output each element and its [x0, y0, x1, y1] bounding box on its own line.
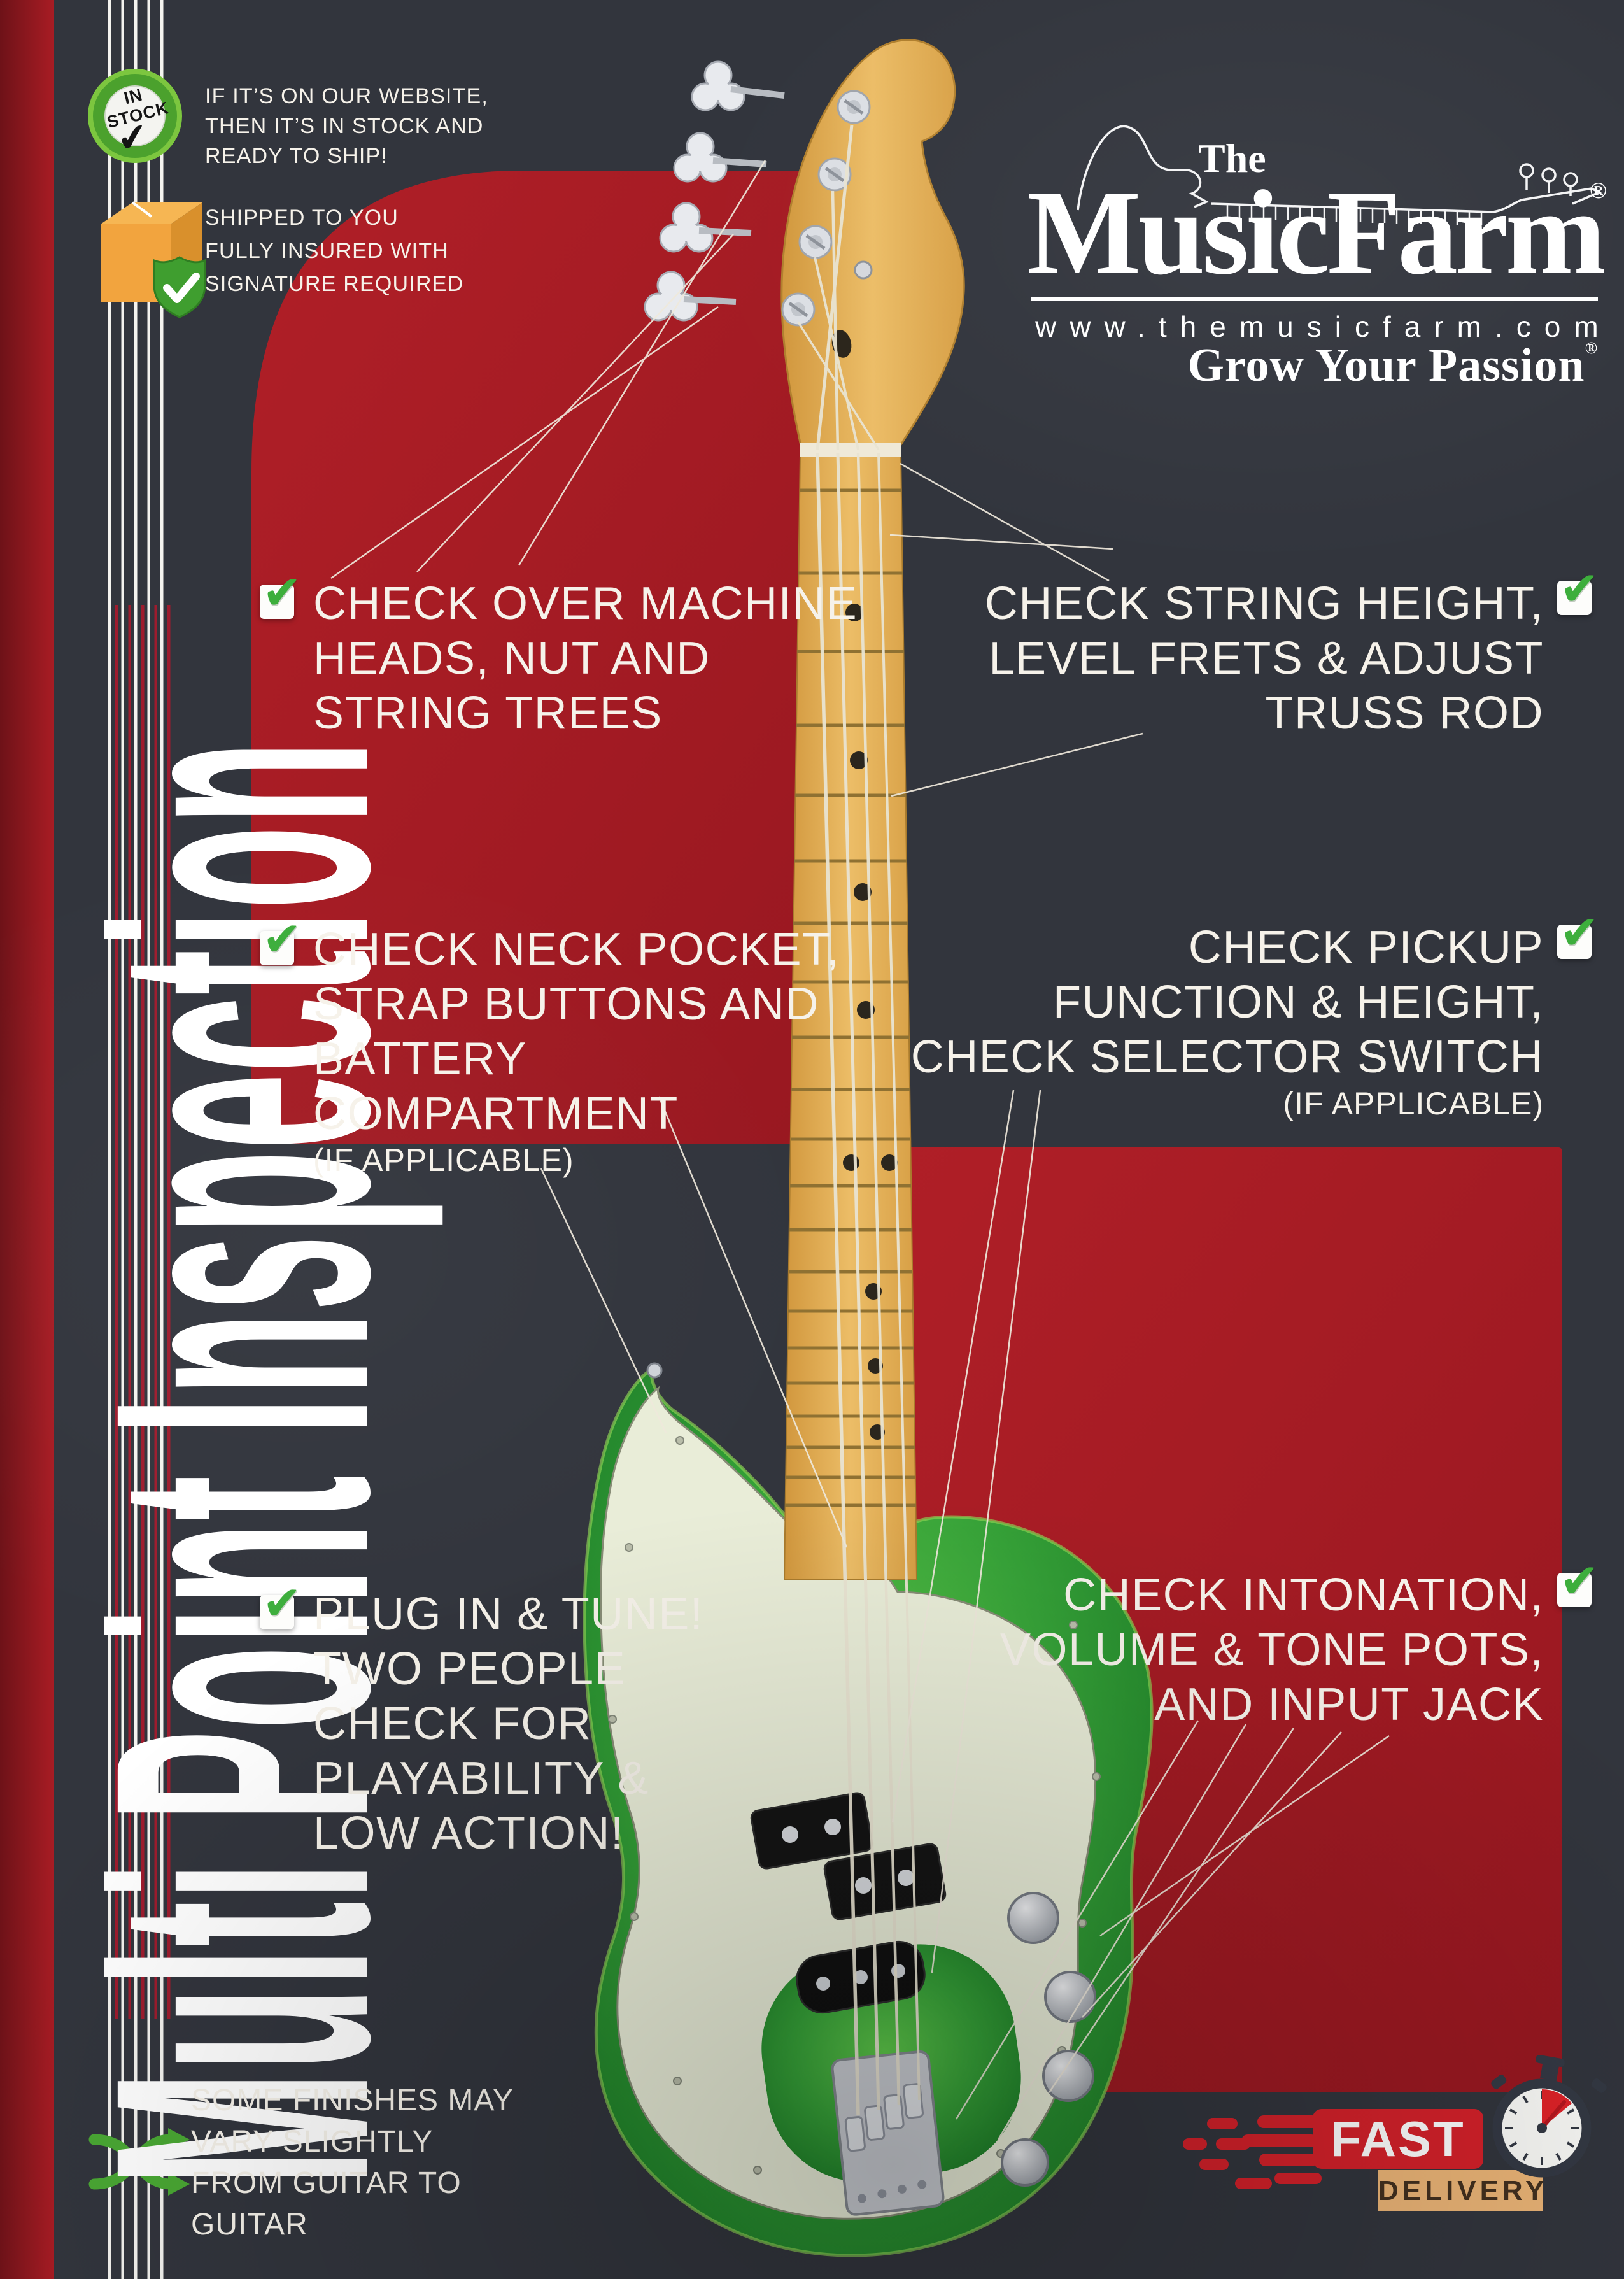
logo-underline: [1031, 297, 1598, 301]
check-icon: ✔: [262, 1576, 302, 1631]
strings: [797, 124, 921, 2116]
in-stock-badge-icon: [88, 69, 182, 163]
checkbox-string-height: ✔: [1557, 562, 1599, 616]
logo-registered-mark: ®: [1590, 178, 1607, 203]
inlay-dots: [843, 604, 898, 1440]
disclaimer-line: VARY SLIGHTLY: [191, 2125, 434, 2159]
control-knobs: [1001, 1892, 1096, 2187]
check-icon: ✔: [1560, 905, 1600, 960]
checkpoint-note: (IF APPLICABLE): [1283, 1086, 1544, 1121]
delivery-bar: [1378, 2170, 1543, 2211]
shipping-info-line: SIGNATURE REQUIRED: [205, 272, 464, 296]
check-icon: ✔: [262, 565, 302, 620]
strap-button: [646, 1362, 663, 1379]
tagline-registered-mark: ®: [1585, 339, 1598, 357]
shipping-box-icon: [101, 201, 206, 318]
checkbox-neck-pocket: ✔: [260, 912, 302, 967]
fast-banner: [1313, 2109, 1483, 2169]
stopwatch-icon: [1491, 2055, 1607, 2178]
nut: [800, 443, 901, 457]
check-icon: ✔: [1560, 562, 1600, 616]
checkbox-machine-heads: ✔: [260, 565, 302, 620]
crimson-pinstripes: [115, 605, 171, 2019]
checkpoint-plug-in: PLUG IN & TUNE! TWO PEOPLE CHECK FOR PLA…: [313, 1587, 703, 1861]
stock-info-line: IF IT’S ON OUR WEBSITE,: [205, 84, 489, 108]
check-icon: ✔: [1560, 1554, 1600, 1608]
logo-name: MusicFarm: [1027, 166, 1606, 300]
checkbox-pickup: ✔: [1557, 905, 1599, 960]
shipping-info-line: SHIPPED TO YOU: [205, 206, 399, 230]
tuner-buttons: [644, 60, 785, 322]
shipping-info-text: SHIPPED TO YOU FULLY INSURED WITH SIGNAT…: [205, 201, 463, 301]
checkpoint-line: PLAYABILITY &: [313, 1753, 649, 1804]
leader-lines: [330, 160, 1390, 2140]
checkpoint-string-height: CHECK STRING HEIGHT, LEVEL FRETS & ADJUS…: [985, 576, 1544, 741]
checkpoint-line: FUNCTION & HEIGHT,: [1052, 977, 1544, 1028]
checkpoint-line: STRAP BUTTONS AND: [313, 979, 819, 1030]
checkbox-plug-in: ✔: [260, 1576, 302, 1631]
checkpoint-line: CHECK NECK POCKET,: [313, 924, 840, 975]
checkpoint-line: CHECK PICKUP: [1188, 922, 1544, 973]
stock-info-text: IF IT’S ON OUR WEBSITE, THEN IT’S IN STO…: [205, 82, 488, 171]
tuner-posts: [781, 90, 871, 327]
delivery-label: DELIVERY: [1378, 2175, 1548, 2206]
disclaimer-line: FROM GUITAR TO: [191, 2166, 462, 2200]
checkpoint-line: TRUSS ROD: [1265, 688, 1544, 739]
bass-guitar: [583, 39, 1154, 2257]
fast-delivery-badge: [1183, 2055, 1607, 2211]
checkpoint-pickup: CHECK PICKUP FUNCTION & HEIGHT, CHECK SE…: [911, 920, 1544, 1123]
checkpoint-line: CHECK INTONATION,: [1063, 1570, 1544, 1621]
shuffle-arrows-icon: [88, 2128, 190, 2196]
white-pinstripes: [108, 0, 164, 2279]
string-tree: [854, 260, 873, 280]
checkpoint-line: HEADS, NUT AND: [313, 633, 710, 684]
checkpoint-line: BATTERY: [313, 1033, 527, 1084]
checkpoint-line: LEVEL FRETS & ADJUST: [989, 633, 1544, 684]
finish-disclaimer-text: SOME FINISHES MAY VARY SLIGHTLY FROM GUI…: [191, 2080, 514, 2245]
checkpoint-machine-heads: CHECK OVER MACHINE HEADS, NUT AND STRING…: [313, 576, 858, 741]
checkpoint-line: PLUG IN & TUNE!: [313, 1589, 704, 1640]
logo-guitar-doodle-icon: [1077, 125, 1602, 225]
logo-website-link[interactable]: www.themusicfarm.com: [1035, 310, 1612, 343]
logo-tagline: Grow Your Passion®: [1187, 339, 1598, 393]
checkpoint-note: (IF APPLICABLE): [313, 1142, 574, 1178]
disclaimer-line: SOME FINISHES MAY: [191, 2084, 514, 2117]
checkpoint-line: COMPARTMENT: [313, 1088, 679, 1139]
red-panel-top: [251, 171, 885, 1144]
checkpoint-line: LOW ACTION!: [313, 1808, 625, 1859]
checkpoint-line: CHECK SELECTOR SWITCH: [910, 1032, 1544, 1083]
check-icon: ✔: [262, 912, 302, 967]
checkpoint-line: CHECK OVER MACHINE: [313, 578, 858, 629]
stock-info-line: READY TO SHIP!: [205, 144, 388, 168]
checkpoint-intonation: CHECK INTONATION, VOLUME & TONE POTS, AN…: [1000, 1568, 1544, 1732]
checkpoint-line: CHECK FOR: [313, 1698, 592, 1749]
checkpoint-line: VOLUME & TONE POTS,: [999, 1624, 1544, 1675]
fast-label: FAST: [1331, 2111, 1465, 2167]
checkpoint-line: STRING TREES: [313, 688, 663, 739]
checkpoint-neck-pocket: CHECK NECK POCKET, STRAP BUTTONS AND BAT…: [313, 922, 840, 1179]
bridge: [831, 2050, 945, 2216]
tagline-text: Grow Your Passion: [1187, 339, 1585, 392]
stock-info-line: THEN IT’S IN STOCK AND: [205, 114, 484, 138]
checkpoint-line: TWO PEOPLE: [313, 1644, 626, 1694]
frets: [785, 488, 916, 1507]
left-red-column: [0, 0, 54, 2279]
shipping-info-line: FULLY INSURED WITH: [205, 239, 449, 263]
checkpoint-line: AND INPUT JACK: [1154, 1679, 1544, 1730]
logo-the: The: [1198, 136, 1266, 181]
checkpoint-line: CHECK STRING HEIGHT,: [984, 578, 1544, 629]
checkbox-intonation: ✔: [1557, 1554, 1599, 1608]
disclaimer-line: GUITAR: [191, 2208, 308, 2241]
